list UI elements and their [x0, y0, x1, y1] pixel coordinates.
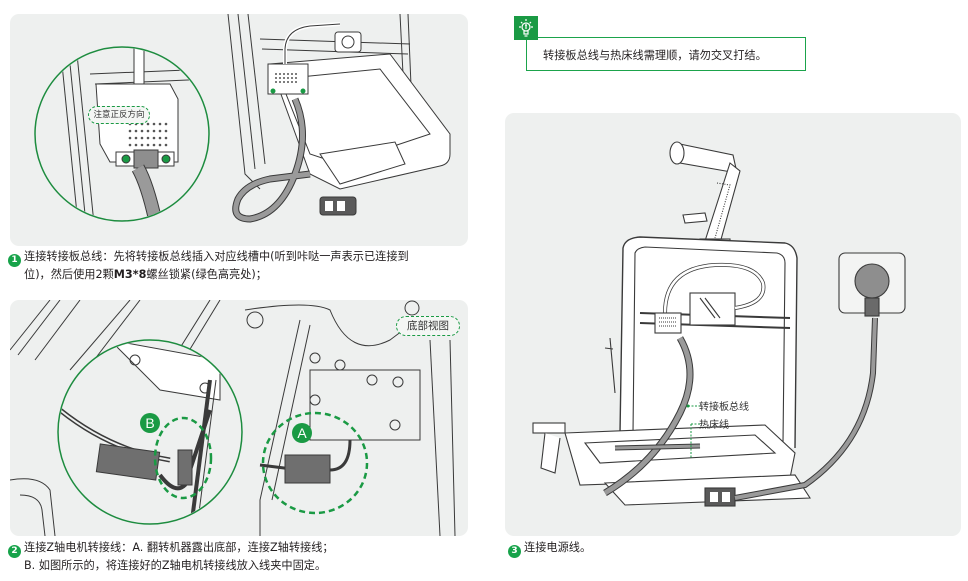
- caption-line: B. 如图所示的，将连接好的Z轴电机转接线放入线夹中固定。: [24, 559, 327, 572]
- tip-box: [526, 37, 806, 71]
- badge-b-label: B: [145, 415, 155, 431]
- tip-box-top-border: [536, 37, 806, 38]
- orientation-callout: 注意正反方向: [88, 106, 150, 124]
- badge-a-label: A: [297, 425, 307, 441]
- hotbed-cable-label: 热床线: [699, 420, 729, 431]
- power-cable-drawing: [532, 141, 906, 507]
- step3-illustration: 转接板总线 热床线: [505, 113, 961, 536]
- caption-line: 连接Z轴电机转接线：A. 翻转机器露出底部，连接Z轴转接线；: [24, 541, 334, 554]
- step1-illustration: 注意正反方向: [10, 14, 468, 246]
- tip-text: 转接板总线与热床线需理顺，请勿交叉打结。: [543, 49, 767, 62]
- step-number-badge: 2: [8, 545, 21, 558]
- caption-line: 位)，然后使用2颗: [24, 268, 114, 281]
- caption-line: 螺丝锁紧(绿色高亮处)；: [146, 268, 267, 281]
- bottom-view-callout: 底部视图: [396, 316, 460, 336]
- step-number-badge: 3: [508, 545, 521, 558]
- adapter-cable-label: 转接板总线: [699, 402, 749, 413]
- lightbulb-icon: [514, 16, 538, 40]
- screw-spec: M3*8: [113, 268, 147, 281]
- caption-line: 连接转接板总线：先将转接板总线插入对应线槽中(听到咔哒一声表示已连接到: [24, 250, 409, 263]
- caption-line: 连接电源线。: [524, 541, 592, 554]
- step2-illustration: B A 底部视图: [10, 300, 468, 536]
- step-number-badge: 1: [8, 254, 21, 267]
- adapter-board-cable-drawing: [34, 14, 451, 223]
- callout-text: 注意正反方向: [93, 110, 145, 120]
- callout-text: 底部视图: [407, 320, 449, 332]
- z-motor-cable-drawing: [10, 300, 456, 536]
- badge-a-circle: [292, 423, 312, 443]
- badge-b-circle: [140, 413, 160, 433]
